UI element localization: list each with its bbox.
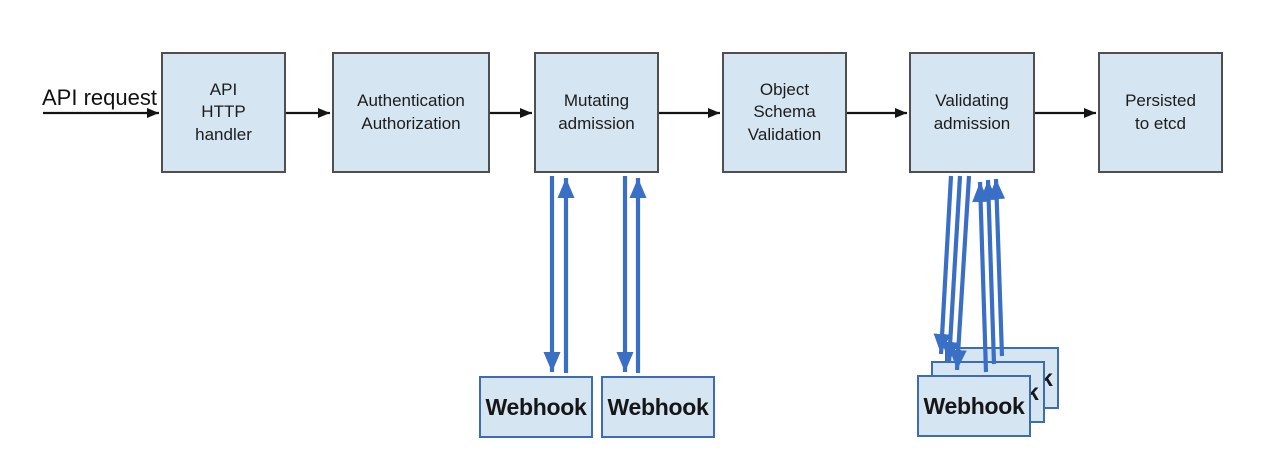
- node-object-schema-validation: Object Schema Validation: [722, 52, 847, 173]
- api-request-label: API request: [42, 85, 157, 110]
- mutating-webhook-2: Webhook: [601, 376, 715, 438]
- node-object-schema-validation-label: Object Schema Validation: [747, 80, 822, 144]
- validating-webhook-1-label: Webhook: [923, 392, 1025, 419]
- node-api-http-handler-label: API HTTP handler: [195, 80, 252, 144]
- node-api-http-handler: API HTTP handler: [161, 52, 286, 173]
- arrow-validating-to-webhooks-down-1: [933, 175, 954, 355]
- mutating-webhook-1: Webhook: [479, 376, 593, 438]
- node-mutating-admission-label: Mutating admission: [558, 91, 635, 133]
- arrow-webhooks-to-validating-up-3: [988, 178, 1006, 357]
- node-persisted-to-etcd-label: Persisted to etcd: [1125, 91, 1196, 133]
- node-validating-admission-label: Validating admission: [933, 91, 1011, 133]
- arrow-webhooks-to-validating-up-1: [972, 181, 990, 373]
- mutating-webhook-2-label: Webhook: [607, 393, 709, 420]
- mutating-webhook-1-label: Webhook: [485, 393, 587, 420]
- node-authentication-authorization: Authentication Authorization: [332, 52, 490, 173]
- arrow-validating-to-webhooks-down-2: [941, 175, 963, 363]
- node-mutating-admission: Mutating admission: [534, 52, 659, 173]
- validating-webhook-1: Webhook: [917, 375, 1031, 437]
- node-persisted-to-etcd: Persisted to etcd: [1098, 52, 1223, 173]
- node-validating-admission: Validating admission: [909, 52, 1035, 173]
- arrow-validating-to-webhooks-down-3: [949, 175, 972, 371]
- node-authentication-authorization-label: Authentication Authorization: [357, 91, 465, 133]
- arrow-webhooks-to-validating-up-2: [980, 179, 998, 365]
